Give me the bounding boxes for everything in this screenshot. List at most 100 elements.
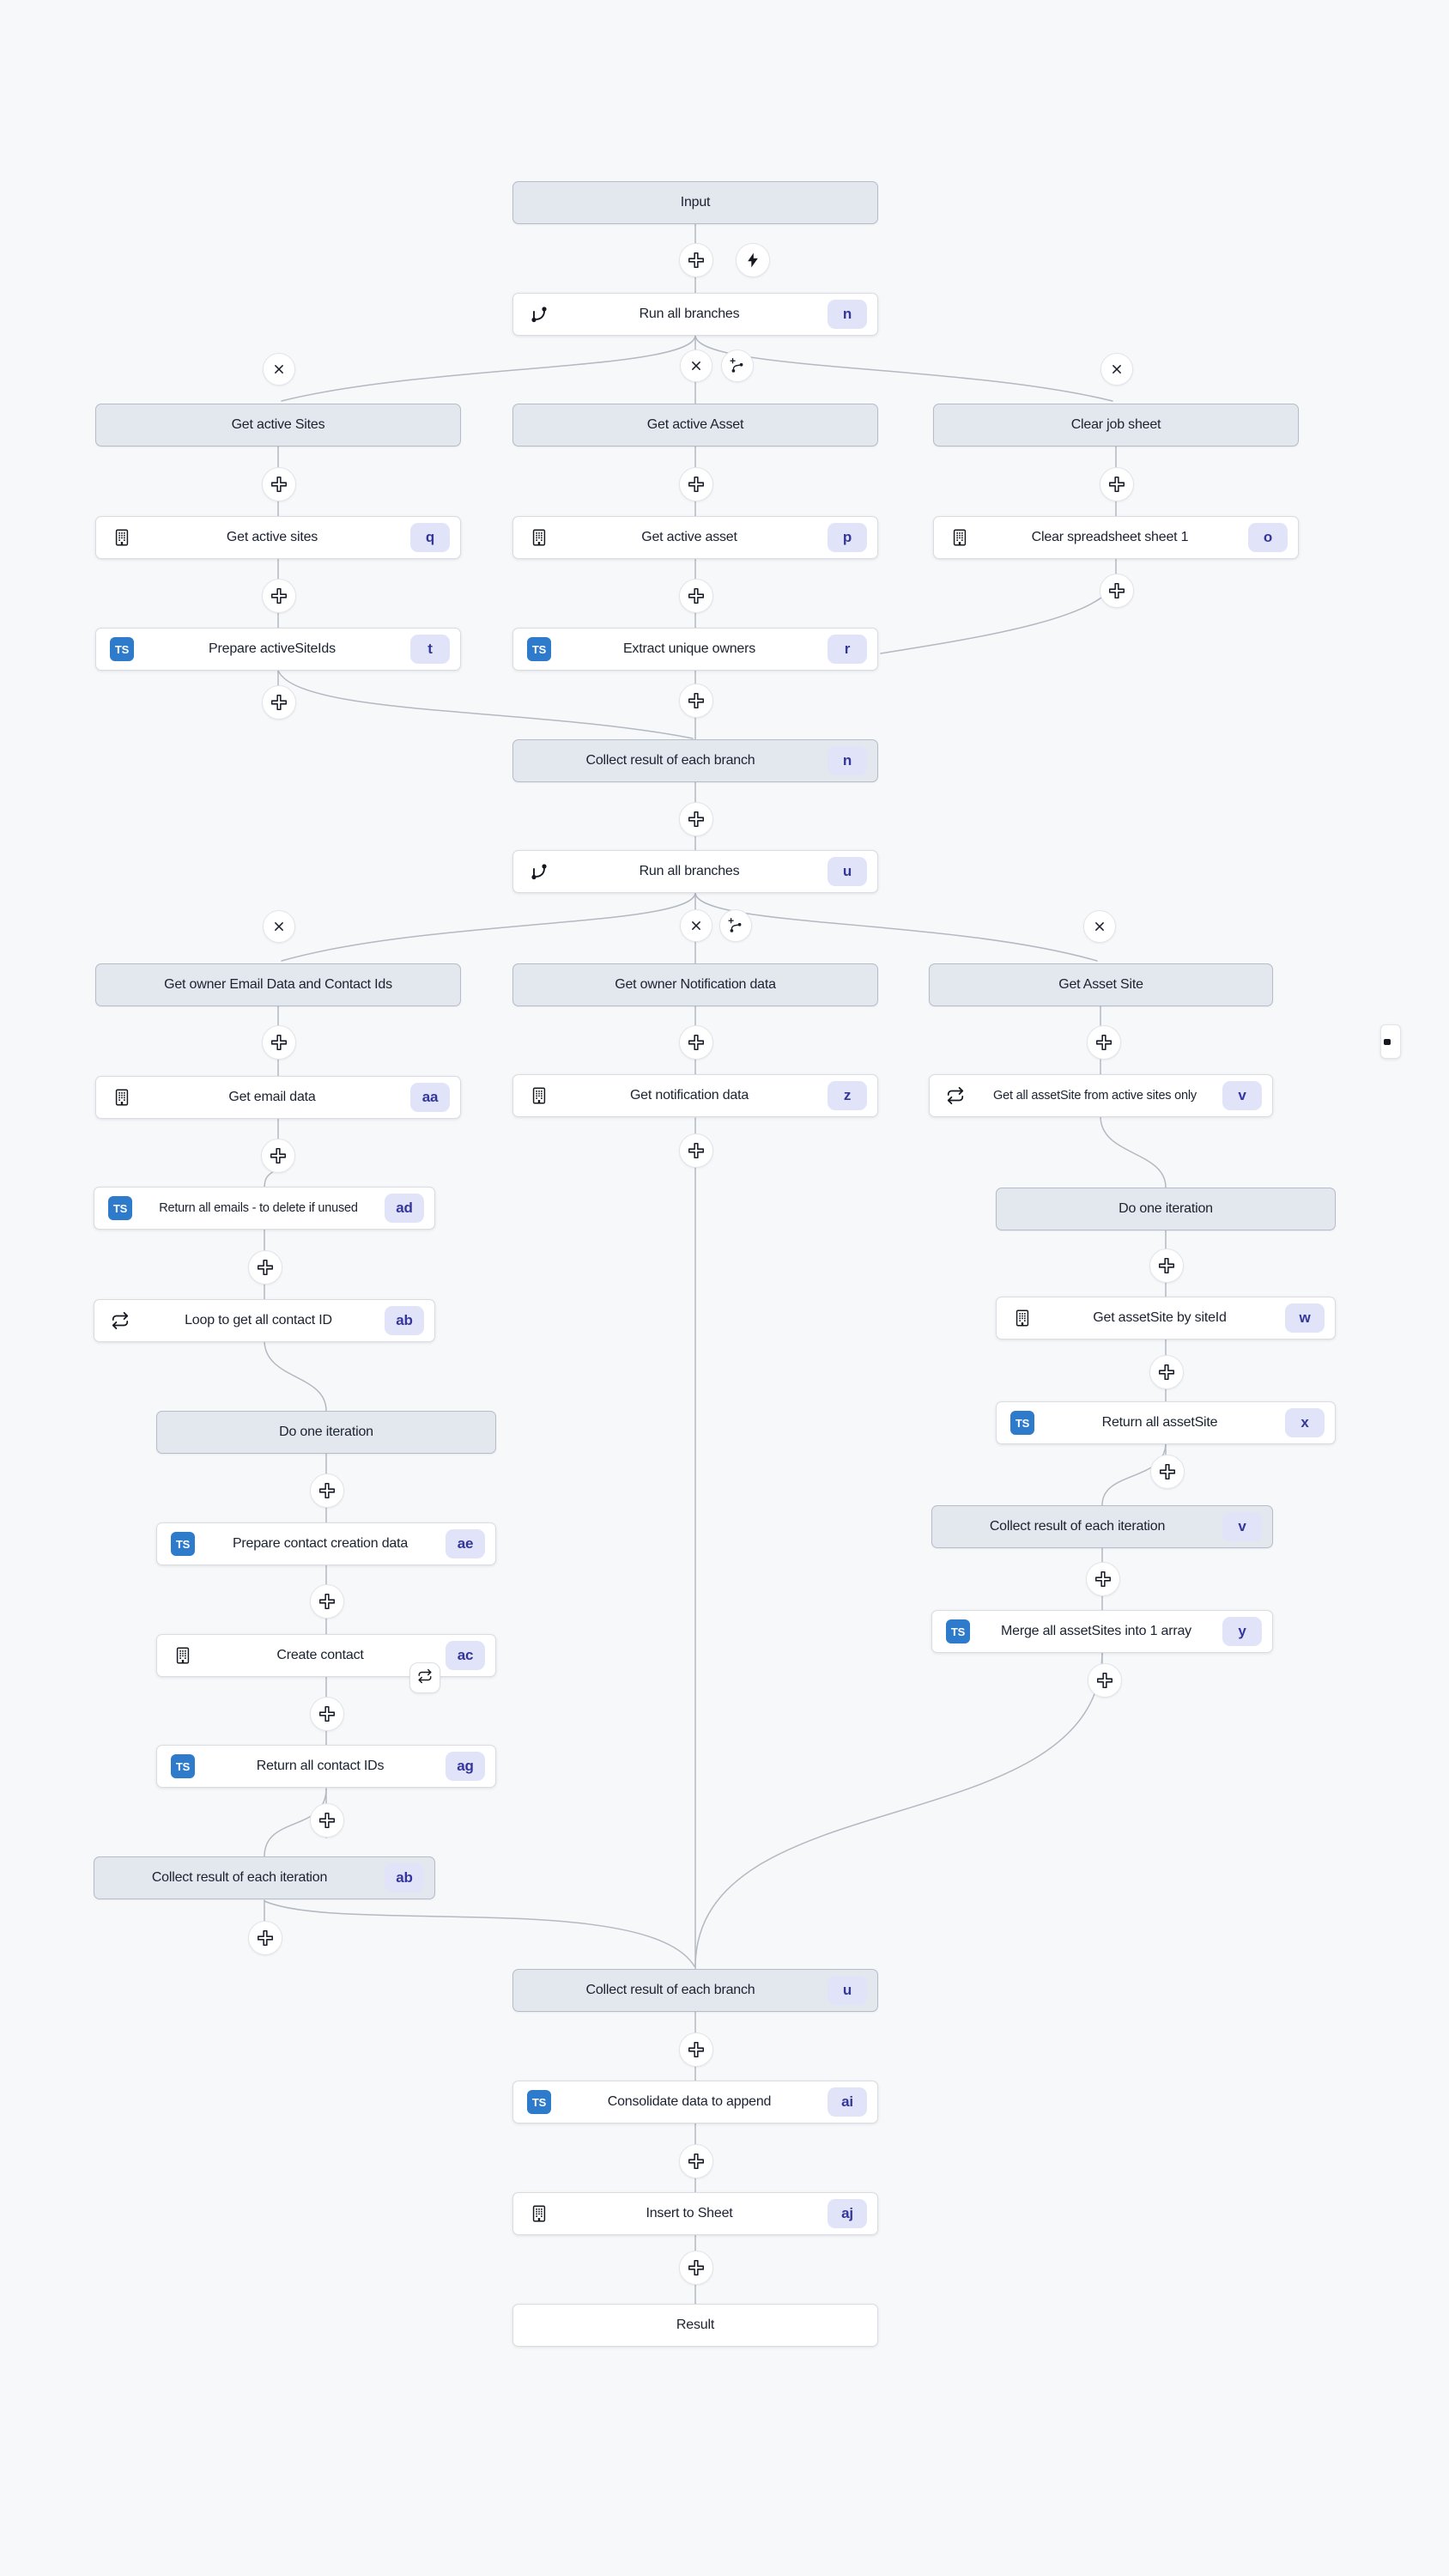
add-step-button[interactable] — [679, 1133, 713, 1168]
node-collect-result-branch-1[interactable]: Collect result of each branch n — [512, 739, 878, 782]
node-create-contact[interactable]: Create contact ac — [156, 1634, 496, 1677]
plus-icon — [256, 1929, 275, 1947]
plus-icon — [687, 251, 706, 270]
add-step-button[interactable] — [679, 2144, 713, 2178]
lightning-button[interactable] — [736, 243, 770, 277]
add-step-button[interactable] — [1086, 1562, 1120, 1596]
add-step-button[interactable] — [248, 1921, 282, 1955]
iteration-header-left[interactable]: Do one iteration — [156, 1411, 496, 1454]
node-run-all-branches-1[interactable]: Run all branches n — [512, 293, 878, 336]
add-step-button[interactable] — [1149, 1249, 1184, 1283]
plus-icon — [256, 1258, 275, 1277]
add-step-button[interactable] — [1150, 1455, 1185, 1489]
node-get-all-assetsite[interactable]: Get all assetSite from active sites only… — [929, 1074, 1273, 1117]
add-step-button[interactable] — [679, 802, 713, 836]
add-step-button[interactable] — [679, 467, 713, 501]
iteration-header-right[interactable]: Do one iteration — [996, 1188, 1336, 1230]
branch-header-get-asset-site[interactable]: Get Asset Site — [929, 963, 1273, 1006]
add-step-button[interactable] — [1100, 467, 1134, 501]
node-badge: q — [410, 523, 450, 552]
node-collect-iteration-left[interactable]: Collect result of each iteration ab — [94, 1856, 435, 1899]
node-get-notification-data[interactable]: Get notification data z — [512, 1074, 878, 1117]
add-step-button[interactable] — [310, 1473, 344, 1508]
add-step-button[interactable] — [248, 1250, 282, 1285]
add-step-button[interactable] — [310, 1803, 344, 1838]
building-icon — [1010, 1309, 1034, 1327]
node-badge: ag — [446, 1752, 485, 1781]
node-label: Collect result of each branch — [585, 753, 755, 768]
add-step-button[interactable] — [310, 1584, 344, 1619]
add-step-button[interactable] — [262, 467, 296, 501]
add-step-button[interactable] — [679, 683, 713, 718]
branch-header-get-active-sites[interactable]: Get active Sites — [95, 404, 461, 447]
delete-branch-button[interactable] — [1083, 910, 1116, 943]
plus-icon — [687, 1141, 706, 1160]
node-label: Collect result of each iteration — [151, 1870, 328, 1885]
loop-indicator-badge[interactable] — [409, 1662, 440, 1693]
node-label: Do one iteration — [279, 1425, 373, 1439]
node-insert-to-sheet[interactable]: Insert to Sheet aj — [512, 2192, 878, 2235]
control-glyph — [1384, 1039, 1391, 1045]
branch-header-get-owner-email[interactable]: Get owner Email Data and Contact Ids — [95, 963, 461, 1006]
add-step-button[interactable] — [679, 2032, 713, 2067]
node-label: Consolidate data to append — [607, 2094, 772, 2109]
add-step-button[interactable] — [679, 2251, 713, 2285]
typescript-icon: TS — [527, 637, 551, 661]
add-step-button[interactable] — [1087, 1025, 1121, 1060]
delete-branch-button[interactable] — [1100, 353, 1133, 386]
delete-branch-button[interactable] — [680, 349, 712, 382]
node-return-all-contact-ids[interactable]: TS Return all contact IDs ag — [156, 1745, 496, 1788]
node-return-all-emails[interactable]: TS Return all emails - to delete if unus… — [94, 1187, 435, 1230]
close-icon — [688, 357, 705, 374]
node-get-email-data[interactable]: Get email data aa — [95, 1076, 461, 1119]
add-branch-button[interactable] — [719, 909, 752, 942]
add-step-button[interactable] — [262, 579, 296, 613]
node-prepare-activesiteids[interactable]: TS Prepare activeSiteIds t — [95, 628, 461, 671]
node-get-active-asset[interactable]: Get active asset p — [512, 516, 878, 559]
delete-branch-button[interactable] — [263, 353, 295, 386]
node-prepare-contact-creation-data[interactable]: TS Prepare contact creation data ae — [156, 1522, 496, 1565]
plus-icon — [1107, 475, 1126, 494]
node-badge: u — [828, 1976, 867, 2005]
node-input[interactable]: Input — [512, 181, 878, 224]
add-step-button[interactable] — [262, 1025, 296, 1060]
delete-branch-button[interactable] — [263, 910, 295, 943]
delete-branch-button[interactable] — [680, 909, 712, 942]
node-clear-spreadsheet-sheet-1[interactable]: Clear spreadsheet sheet 1 o — [933, 516, 1299, 559]
canvas-control-partial[interactable] — [1380, 1024, 1401, 1059]
add-step-button[interactable] — [679, 1025, 713, 1060]
node-get-active-sites[interactable]: Get active sites q — [95, 516, 461, 559]
node-get-assetsite-by-siteid[interactable]: Get assetSite by siteId w — [996, 1297, 1336, 1340]
node-badge: v — [1222, 1512, 1262, 1541]
add-step-button[interactable] — [262, 685, 296, 720]
branch-header-get-active-asset[interactable]: Get active Asset — [512, 404, 878, 447]
node-consolidate-data-to-append[interactable]: TS Consolidate data to append ai — [512, 2081, 878, 2123]
add-step-button[interactable] — [261, 1139, 295, 1173]
branch-header-clear-job-sheet[interactable]: Clear job sheet — [933, 404, 1299, 447]
node-collect-iteration-right[interactable]: Collect result of each iteration v — [931, 1505, 1273, 1548]
node-collect-result-branch-2[interactable]: Collect result of each branch u — [512, 1969, 878, 2012]
typescript-icon: TS — [171, 1754, 195, 1778]
node-label: Get active asset — [641, 530, 737, 544]
node-label: Insert to Sheet — [646, 2206, 733, 2221]
node-result[interactable]: Result — [512, 2304, 878, 2347]
add-step-button[interactable] — [1100, 574, 1134, 608]
branch-header-get-owner-notification[interactable]: Get owner Notification data — [512, 963, 878, 1006]
add-step-button[interactable] — [310, 1697, 344, 1731]
node-extract-unique-owners[interactable]: TS Extract unique owners r — [512, 628, 878, 671]
loop-icon — [417, 1668, 433, 1688]
node-return-all-assetsite[interactable]: TS Return all assetSite x — [996, 1401, 1336, 1444]
node-loop-to-get-contact-id[interactable]: Loop to get all contact ID ab — [94, 1299, 435, 1342]
add-step-button[interactable] — [679, 243, 713, 277]
add-step-button[interactable] — [1088, 1663, 1122, 1698]
node-run-all-branches-2[interactable]: Run all branches u — [512, 850, 878, 893]
add-step-button[interactable] — [1149, 1355, 1184, 1389]
add-branch-button[interactable] — [721, 349, 754, 382]
node-label: Return all emails - to delete if unused — [159, 1201, 358, 1215]
plus-icon — [270, 475, 288, 494]
node-badge: y — [1222, 1617, 1262, 1646]
node-merge-all-assetsites[interactable]: TS Merge all assetSites into 1 array y — [931, 1610, 1273, 1653]
plus-icon — [687, 691, 706, 710]
add-step-button[interactable] — [679, 579, 713, 613]
